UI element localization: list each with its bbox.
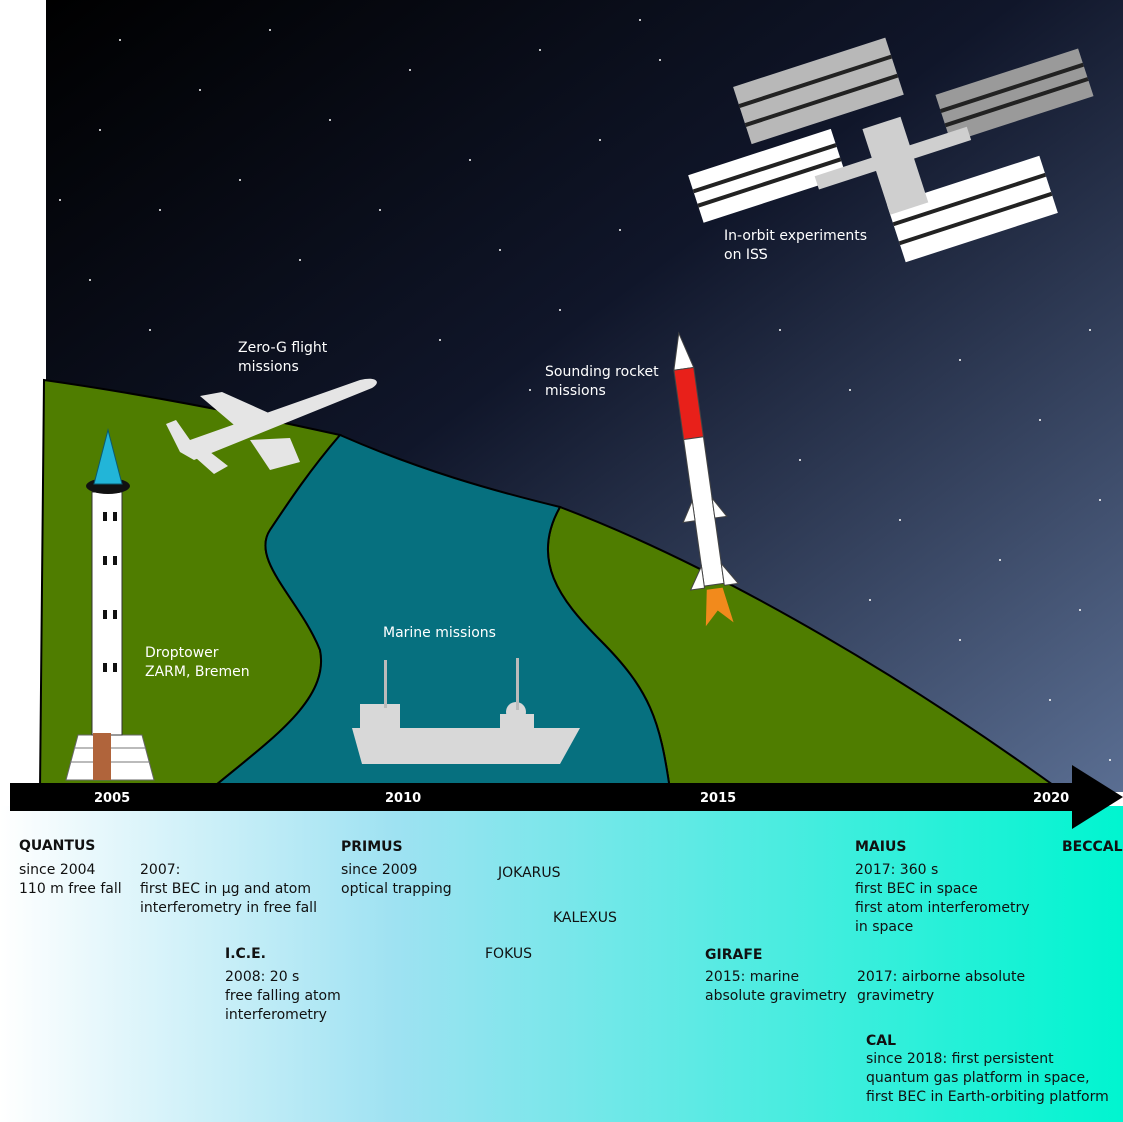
water [207,433,672,791]
jokarus-title: JOKARUS [498,865,561,881]
ice-text: 2008: 20 s free falling atom interferome… [225,969,341,1023]
year-2015: 2015 [700,791,737,806]
iss-label: In-orbit experiments on ISS [724,228,868,263]
primus-text: since 2009 optical trapping [341,862,452,897]
cal-text: since 2018: first persistent quantum gas… [866,1051,1109,1105]
beccal-title: BECCAL [1062,839,1123,855]
primus-title: PRIMUS [341,839,403,855]
year-2020: 2020 [1033,791,1070,806]
year-2005: 2005 [94,791,131,806]
kalexus-title: KALEXUS [553,910,617,926]
ice-title: I.C.E. [225,946,267,962]
quantus-text: since 2004 110 m free fall [19,862,122,897]
girafe-2017-text: 2017: airborne absolute gravimetry [857,969,1026,1004]
cal-title: CAL [866,1033,897,1049]
zerog-label: Zero-G flight missions [238,340,328,375]
timeline-background [0,806,1123,1122]
droptower-icon [65,428,155,781]
marine-label: Marine missions [383,625,496,641]
fokus-title: FOKUS [485,946,533,962]
quantus-title: QUANTUS [19,838,96,854]
droptower-label: Droptower ZARM, Bremen [145,645,250,680]
girafe-title: GIRAFE [705,947,763,963]
quantus-2007-text: 2007: first BEC in µg and atom interfero… [140,862,317,916]
maius-text: 2017: 360 s first BEC in space first ato… [855,862,1030,935]
rocket-icon [673,331,740,627]
girafe-text: 2015: marine absolute gravimetry [705,969,847,1004]
iss-icon [688,37,1094,263]
year-2010: 2010 [385,791,422,806]
airplane-icon [166,378,377,474]
maius-title: MAIUS [855,839,907,855]
ship-icon [352,658,580,764]
timeline-arrow [10,765,1123,829]
rocket-label: Sounding rocket missions [545,364,659,399]
